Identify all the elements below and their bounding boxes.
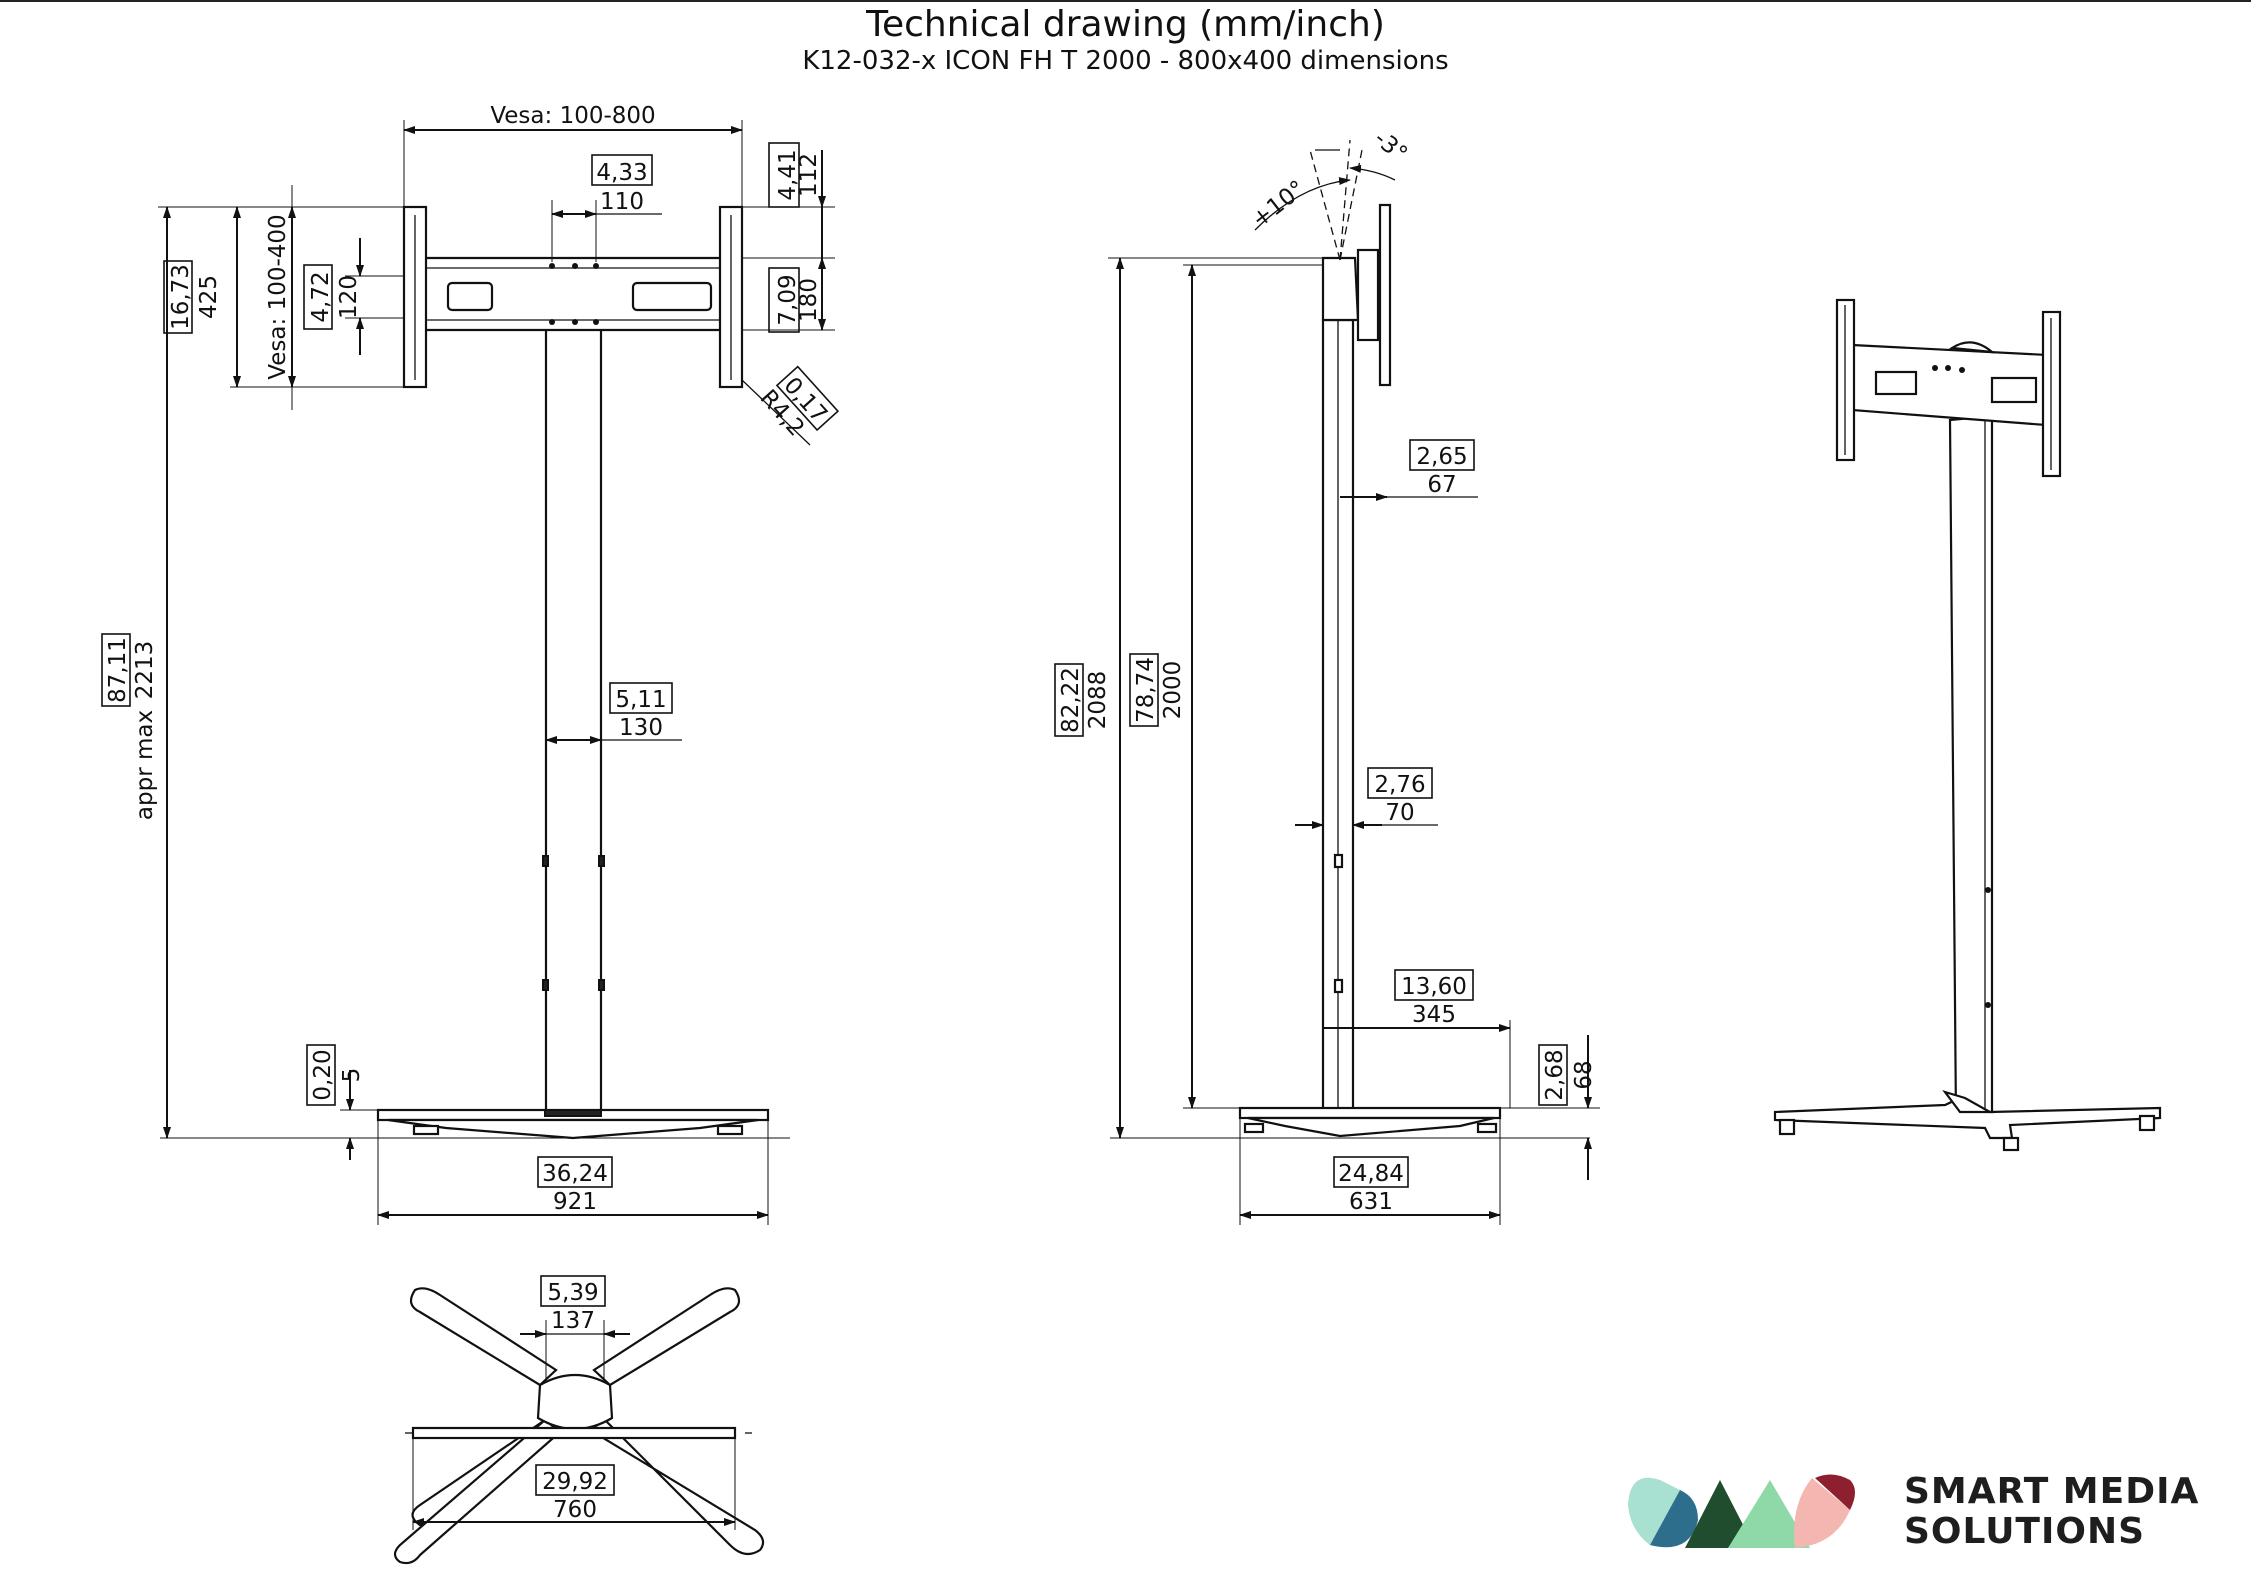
dim-5-11: 5,11	[615, 687, 666, 713]
dim-120: 120	[336, 275, 362, 319]
persp-foot	[1778, 1118, 1796, 1136]
front-column-joint	[542, 979, 549, 991]
dim-87-11: 87,11	[105, 637, 131, 703]
dim-2000: 2000	[1160, 661, 1186, 720]
dim-631: 631	[1349, 1189, 1393, 1215]
smart-media-solutions-logo	[1628, 1474, 1855, 1548]
dim-78-74: 78,74	[1133, 657, 1159, 723]
persp-foot	[2138, 1114, 2156, 1132]
top-leg-lower-right	[587, 1418, 765, 1556]
dim-29-92: 29,92	[542, 1469, 608, 1495]
front-column-joint	[542, 855, 549, 867]
dim-921: 921	[553, 1189, 597, 1215]
dim-82-22: 82,22	[1058, 667, 1084, 733]
dim-67: 67	[1427, 472, 1456, 498]
persp-base-hub	[1942, 1089, 1995, 1114]
dim-0-20: 0,20	[310, 1049, 336, 1100]
dim-112: 112	[796, 153, 822, 197]
front-view: Vesa: 100-800 4,33 110 4,41 112 7,09 180	[101, 103, 840, 1225]
dim-2-68: 2,68	[1542, 1049, 1568, 1100]
persp-plate-top	[1948, 341, 1996, 354]
top-view-base: 5,39 137 29,92 760	[393, 1275, 765, 1565]
dim-vesa-height: Vesa: 100-400	[265, 214, 291, 379]
side-bracket	[1356, 248, 1380, 342]
dim-70: 70	[1385, 800, 1414, 826]
side-vesa-rail	[1378, 203, 1392, 387]
dim-180: 180	[796, 278, 822, 322]
front-foot	[716, 1124, 744, 1136]
dim-2-76: 2,76	[1374, 772, 1425, 798]
logo-shape-5	[1794, 1478, 1850, 1548]
dim-68: 68	[1571, 1060, 1597, 1089]
dim-760: 760	[553, 1497, 597, 1523]
logo-shape-2	[1650, 1490, 1698, 1548]
logo-shape-3	[1685, 1480, 1755, 1548]
dim-7-09: 7,09	[775, 274, 801, 325]
dim-2088: 2088	[1085, 671, 1111, 730]
side-column-joint	[1333, 978, 1344, 994]
dim-vesa-width: Vesa: 100-800	[490, 103, 655, 129]
logo-line-1: SMART MEDIA	[1904, 1471, 2200, 1512]
top-leg-upper-left	[409, 1287, 558, 1387]
top-cross-plate	[411, 1426, 737, 1440]
logo-line-2: SOLUTIONS	[1904, 1511, 2146, 1552]
dim-16-73: 16,73	[168, 264, 194, 330]
dim-110: 110	[600, 189, 644, 215]
tilt-minus-3: -3°	[1369, 126, 1412, 168]
side-base-plate	[1238, 1106, 1502, 1120]
side-foot	[1476, 1122, 1498, 1134]
persp-plate-slot	[1990, 376, 2038, 404]
drawing-title: Technical drawing (mm/inch)	[866, 4, 1385, 45]
dim-appr-max: appr max	[132, 710, 158, 820]
front-column-joint	[598, 979, 605, 991]
dim-425: 425	[196, 275, 222, 319]
side-foot	[1243, 1122, 1265, 1134]
dim-4-33: 4,33	[596, 160, 647, 186]
dim-345: 345	[1412, 1002, 1456, 1028]
dim-2-65: 2,65	[1416, 444, 1467, 470]
drawing-subtitle: K12-032-x ICON FH T 2000 - 800x400 dimen…	[802, 46, 1449, 76]
dim-4-72: 4,72	[308, 271, 334, 322]
front-column	[544, 318, 603, 1117]
side-head	[1321, 256, 1360, 322]
front-column-joint	[598, 855, 605, 867]
dim-24-84: 24,84	[1338, 1161, 1404, 1187]
top-leg-lower-left-end	[393, 1418, 562, 1565]
front-base-legs	[387, 1118, 759, 1140]
logo-wordmark: SMART MEDIA SOLUTIONS	[1904, 1472, 2199, 1552]
logo-shape-4	[1728, 1480, 1810, 1548]
persp-foot	[2002, 1136, 2020, 1152]
dim-5: 5	[339, 1068, 365, 1083]
persp-column	[1948, 414, 1994, 1122]
logo-shape-6	[1815, 1474, 1855, 1510]
logo-shape-1	[1628, 1477, 1680, 1545]
drawing-header: Technical drawing (mm/inch) K12-032-x IC…	[0, 4, 2251, 76]
tilt-plus-10: +10°	[1247, 176, 1310, 233]
front-plate-slot	[631, 281, 713, 312]
persp-plate-slot	[1874, 370, 1918, 396]
dim-13-60: 13,60	[1401, 974, 1467, 1000]
front-column-foot	[544, 1109, 602, 1117]
side-base-legs	[1247, 1116, 1495, 1138]
dim-137: 137	[551, 1308, 595, 1334]
dim-2213: 2213	[132, 641, 158, 700]
top-center-hub	[536, 1374, 614, 1431]
top-border-line	[0, 0, 2251, 2]
front-plate-slot	[446, 281, 494, 312]
dim-130: 130	[619, 715, 663, 741]
dim-36-24: 36,24	[542, 1161, 608, 1187]
side-view: +10° -3° 2,65 67 2,76 70 13,60 345 2,68	[1054, 126, 1600, 1225]
top-leg-upper-right	[592, 1287, 741, 1387]
dim-5-39: 5,39	[547, 1280, 598, 1306]
front-foot	[412, 1124, 440, 1136]
perspective-view	[1773, 298, 2162, 1152]
side-column-joint	[1333, 853, 1344, 869]
dim-4-41: 4,41	[775, 149, 801, 200]
